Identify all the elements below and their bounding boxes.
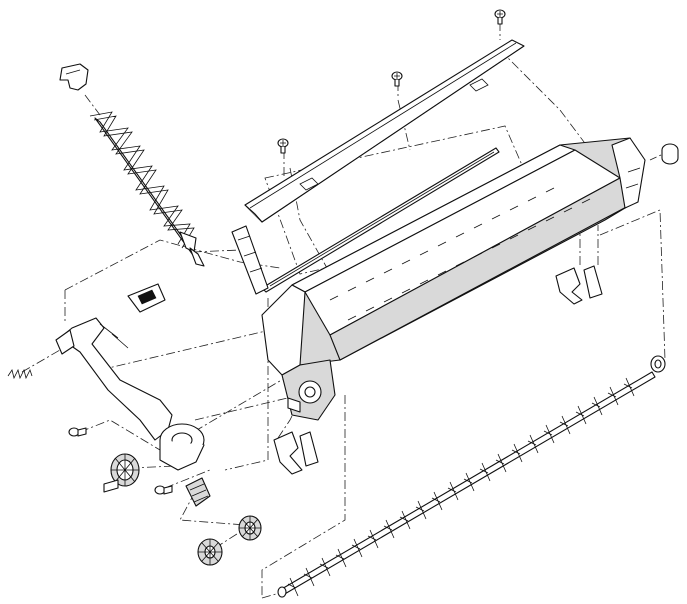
screw-icon [494, 9, 506, 25]
bracket [273, 431, 319, 475]
bushing [650, 355, 666, 373]
spiral-spring [59, 63, 205, 267]
screw-icon [154, 485, 173, 495]
screw-icon [68, 427, 87, 437]
gear-icon [197, 538, 223, 566]
lever-arm [55, 317, 205, 471]
screw-icon [277, 138, 289, 154]
compression-spring [7, 368, 33, 380]
worm-gear-icon [185, 477, 211, 507]
gear-icon [238, 515, 262, 541]
clip [127, 283, 166, 313]
auger-screw [277, 371, 656, 598]
bracket [555, 265, 603, 305]
main-housing [261, 137, 646, 421]
housing-slots [329, 187, 591, 321]
gear-icon [103, 453, 140, 493]
guide-shaft [231, 147, 500, 295]
bushing [661, 143, 679, 165]
screw-icon [391, 71, 403, 87]
top-cover [244, 39, 525, 223]
